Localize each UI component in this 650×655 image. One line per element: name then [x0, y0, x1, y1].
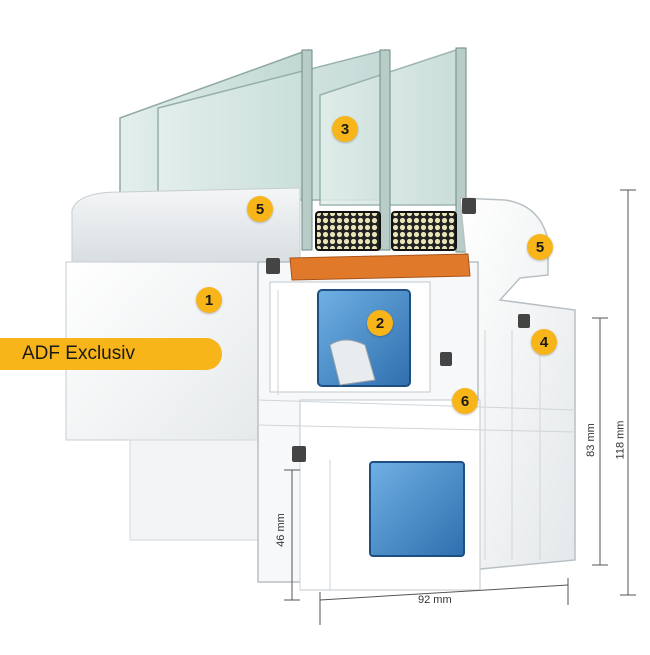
frame-lower-face: [129, 439, 281, 541]
callout-badge: 6: [452, 388, 478, 414]
sash-profile: [459, 197, 576, 571]
dimension-frame-height-label: 83 mm: [584, 423, 597, 457]
spacer-bar-right: [391, 211, 457, 251]
dimension-total-height-label: 118 mm: [614, 420, 627, 460]
seal-4: [440, 352, 452, 366]
spacer-bar-left: [315, 211, 381, 251]
glazing-bead-gasket: [289, 253, 471, 281]
callout-badge: 5: [527, 234, 553, 260]
seal-2: [462, 198, 476, 214]
chamber-lines: [257, 290, 576, 590]
steel-reinforcement-lower: [369, 461, 465, 557]
dimension-sash-height-label: 46 mm: [274, 513, 287, 547]
callout-badge: 4: [531, 329, 557, 355]
glass-edge-2: [379, 49, 391, 251]
callout-badge: 5: [247, 196, 273, 222]
seal-3: [518, 314, 530, 328]
glass-panes: [119, 46, 467, 253]
dimension-width-label: 92 mm: [418, 594, 452, 606]
dim-line-width: [319, 584, 569, 601]
callout-badge: 2: [367, 310, 393, 336]
frame-body: [71, 187, 301, 263]
seal-1: [266, 258, 280, 274]
glass-edge-1: [301, 49, 313, 251]
callout-badge: 1: [196, 287, 222, 313]
lock-cam: [329, 339, 376, 386]
product-label: ADF Exclusiv: [22, 343, 135, 364]
product-label-banner: ADF Exclusiv: [0, 338, 222, 370]
dimension-lines: [284, 189, 636, 625]
seal-5: [292, 446, 306, 462]
glass-edge-3: [455, 47, 467, 253]
callout-badge: 3: [332, 116, 358, 142]
